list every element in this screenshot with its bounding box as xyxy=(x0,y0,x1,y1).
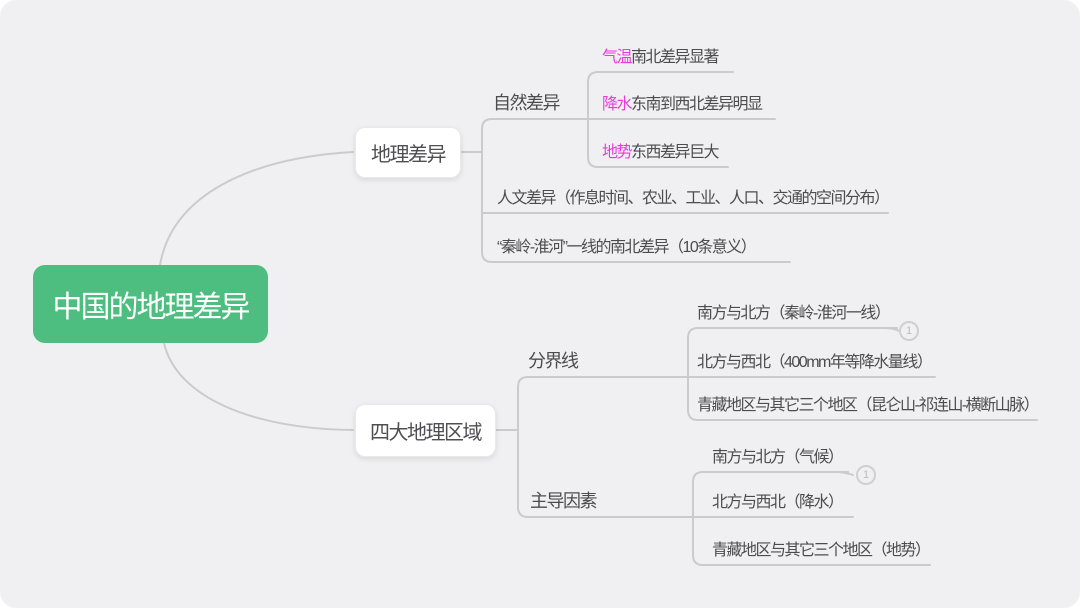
curve-root-to-regions xyxy=(163,342,354,431)
badge-connector-boundary xyxy=(883,327,900,332)
trunk-factor-children xyxy=(692,471,931,566)
node-temperature[interactable]: 气温南北差异显著 xyxy=(602,48,720,67)
node-factor-south-north[interactable]: 南方与北方（气候） xyxy=(712,448,844,466)
node-boundary-lines[interactable]: 分界线 xyxy=(528,351,579,372)
trunk-geography xyxy=(481,118,791,263)
badge-factor-marker[interactable]: 1 xyxy=(856,465,876,485)
curve-root-to-geography xyxy=(159,151,354,266)
node-terrain[interactable]: 地势东西差异巨大 xyxy=(602,143,720,162)
badge-connector-factor xyxy=(837,471,854,476)
badge-boundary-marker[interactable]: 1 xyxy=(899,321,919,341)
node-factor-north-northwest[interactable]: 北方与西北（降水） xyxy=(712,493,844,511)
trunk-natural-children xyxy=(587,71,734,168)
node-boundary-south-north[interactable]: 南方与北方（秦岭-淮河一线） xyxy=(697,304,891,322)
keyword-terrain: 地势 xyxy=(602,143,633,161)
root-topic[interactable]: 中国的地理差异 xyxy=(33,265,268,343)
topic-four-regions[interactable]: 四大地理区域 xyxy=(355,404,496,457)
node-dominant-factors[interactable]: 主导因素 xyxy=(530,491,598,512)
node-temperature-text: 南北差异显著 xyxy=(631,48,720,66)
node-boundary-qingzang[interactable]: 青藏地区与其它三个地区（昆仑山-祁连山-横断山脉） xyxy=(697,396,1040,414)
node-human-differences[interactable]: 人文差异（作息时间、农业、工业、人口、交通的空间分布） xyxy=(497,189,890,207)
node-natural-differences[interactable]: 自然差异 xyxy=(493,93,561,114)
trunk-boundary-children xyxy=(687,327,1038,421)
topic-geography-differences[interactable]: 地理差异 xyxy=(355,127,461,178)
node-boundary-north-northwest[interactable]: 北方与西北（400mm年等降水量线） xyxy=(697,353,933,371)
keyword-precipitation: 降水 xyxy=(602,95,633,113)
node-factor-qingzang[interactable]: 青藏地区与其它三个地区（地势） xyxy=(712,541,931,559)
trunk-regions xyxy=(517,376,529,518)
keyword-temperature: 气温 xyxy=(602,48,633,66)
node-terrain-text: 东西差异巨大 xyxy=(631,143,720,161)
node-precipitation-text: 东南到西北差异明显 xyxy=(631,95,763,113)
node-precipitation[interactable]: 降水东南到西北差异明显 xyxy=(602,95,763,114)
node-qinling-huaihe-line[interactable]: “秦岭-淮河”一线的南北差异（10条意义） xyxy=(497,238,757,256)
